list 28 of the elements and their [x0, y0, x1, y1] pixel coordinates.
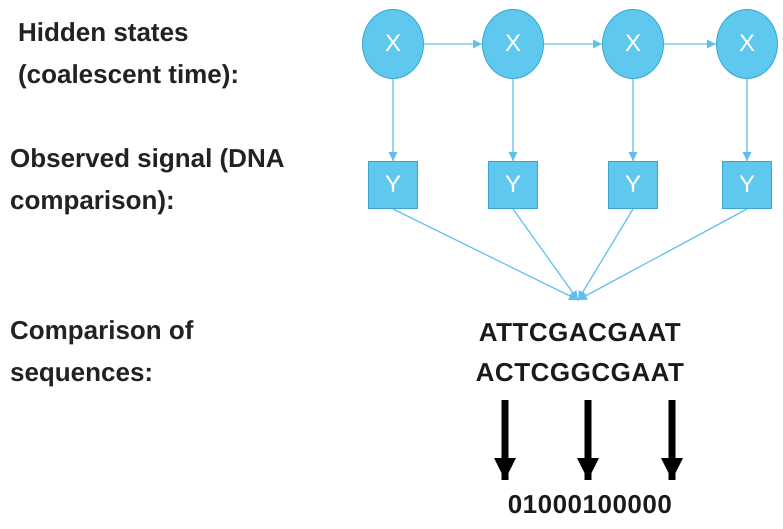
hidden-state-circle: X: [362, 9, 424, 79]
arrow: [512, 208, 579, 300]
arrow: [424, 40, 482, 48]
arrow: [508, 79, 518, 161]
observed-signal-square: Y: [488, 161, 538, 209]
arrow: [388, 79, 398, 161]
dna-sequence: ATTCGACGAAT: [478, 316, 682, 349]
hidden-state-circle: X: [602, 9, 664, 79]
arrow: [494, 400, 516, 480]
dna-sequence: ACTCGGCGAAT: [476, 356, 684, 389]
hidden-state-circle: X: [716, 9, 778, 79]
observed-signal-square: Y: [608, 161, 658, 209]
arrow: [544, 40, 602, 48]
binary-sequence: 01000100000: [508, 488, 672, 521]
arrow: [628, 79, 638, 161]
arrow: [392, 208, 578, 301]
arrow: [577, 400, 599, 480]
row-label: Comparison of sequences:: [10, 314, 194, 389]
observed-signal-square: Y: [722, 161, 772, 209]
arrow: [661, 400, 683, 480]
observed-signal-square: Y: [368, 161, 418, 209]
arrow: [742, 79, 752, 161]
hidden-state-circle: X: [482, 9, 544, 79]
arrow: [577, 208, 634, 300]
arrow: [578, 208, 748, 301]
row-label: Observed signal (DNA comparison):: [10, 142, 285, 217]
arrow: [664, 40, 716, 48]
row-label: Hidden states (coalescent time):: [18, 16, 240, 91]
